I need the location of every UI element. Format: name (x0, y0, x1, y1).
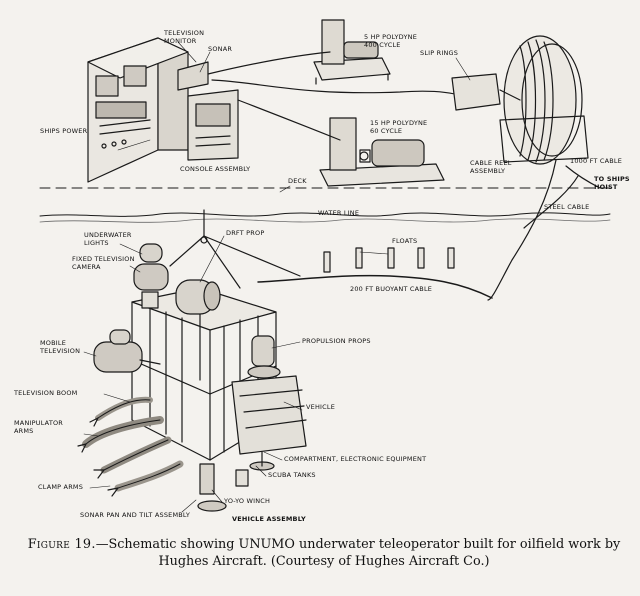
label-yo-yo-winch: YO-YO WINCH (224, 497, 271, 505)
label-vehicle-assembly: VEHICLE ASSEMBLY (232, 515, 306, 523)
label-to-ships-hoist: TO SHIPS HOIST (594, 175, 630, 191)
unumo-schematic (39, 19, 611, 513)
label-propulsion-props: PROPULSION PROPS (302, 337, 371, 345)
vehicle (77, 209, 307, 512)
label-ships-power: SHIPS POWER (40, 127, 88, 135)
label-slip-rings: SLIP RINGS (420, 49, 459, 57)
cable-reel-assembly (451, 35, 589, 165)
label-mobile-television: MOBILE TELEVISION (40, 339, 81, 355)
label-water-line: WATER LINE (318, 209, 360, 217)
caption-text: —Schematic showing UNUMO underwater tele… (95, 537, 621, 569)
label-fixed-television-camera: FIXED TELEVISION CAMERA (72, 255, 135, 271)
label-polydyne-5hp: 5 HP POLYDYNE 400 CYCLE (364, 33, 418, 49)
label-1000-ft-cable: 1000 FT CABLE (570, 157, 623, 165)
label-steel-cable: STEEL CABLE (544, 203, 590, 211)
label-manipulator-arms: MANIPULATOR ARMS (14, 419, 64, 435)
label-console-assembly: CONSOLE ASSEMBLY (180, 165, 251, 173)
label-scuba-tanks: SCUBA TANKS (268, 471, 316, 479)
floats (323, 247, 455, 273)
label-sonar: SONAR (208, 45, 233, 53)
label-polydyne-15hp: 15 HP POLYDYNE 60 CYCLE (370, 119, 428, 135)
label-cable-reel-assembly: CABLE REEL ASSEMBLY (470, 159, 512, 175)
label-vehicle: VEHICLE (306, 403, 336, 411)
label-floats: FLOATS (392, 237, 418, 245)
figure-caption: Figure 19.—Schematic showing UNUMO under… (24, 536, 624, 570)
label-television-boom: TELEVISION BOOM (14, 389, 78, 397)
label-drift-prop: DRFT PROP (226, 229, 265, 237)
label-compartment-electronic: COMPARTMENT, ELECTRONIC EQUIPMENT (284, 455, 427, 463)
label-television-monitor: TELEVISION MONITOR (164, 29, 205, 45)
polydyne-5hp (313, 19, 391, 85)
console-assembly (87, 37, 239, 183)
caption-figure-number: Figure 19. (27, 537, 96, 552)
label-underwater-lights: UNDERWATER LIGHTS (84, 231, 132, 247)
polydyne-15hp (319, 117, 445, 187)
label-buoyant-cable: 200 FT BUOYANT CABLE (350, 285, 433, 293)
label-clamp-arms: CLAMP ARMS (38, 483, 84, 491)
label-sonar-pan-tilt: SONAR PAN AND TILT ASSEMBLY (80, 511, 191, 519)
label-deck: DECK (288, 177, 307, 185)
